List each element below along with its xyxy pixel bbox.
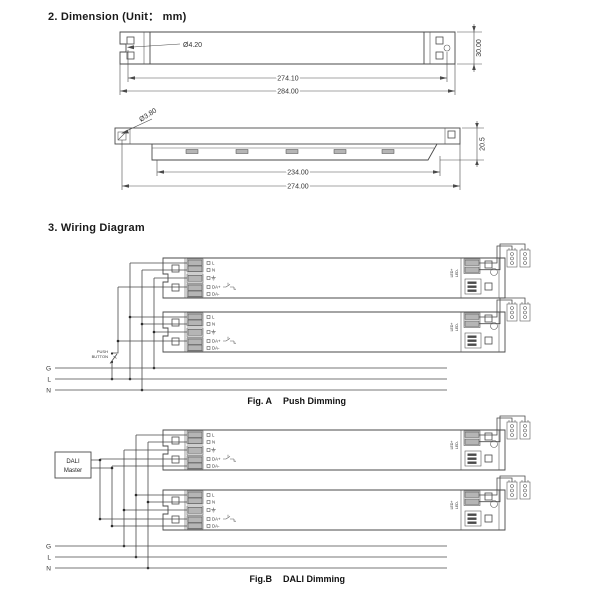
fig-a-bus-label-g: G — [46, 366, 51, 373]
top-view-hole-dim: Ø4.20 — [183, 42, 202, 49]
dali-master-label-line2: Master — [64, 468, 82, 474]
driver-unit-a1 — [162, 243, 531, 299]
dali-master-label-line1: DALI — [66, 459, 80, 465]
side-view-hole-dim: Ø3.80 — [138, 107, 158, 123]
side-view-outer-length-dim: 274.00 — [287, 184, 309, 191]
driver-unit-a2 — [162, 297, 531, 353]
fig-a-push-dimming: PUSH BUTTON G L N Fig. A Push Dimming — [46, 243, 531, 406]
fig-b-bus-label-l: L — [47, 555, 51, 562]
fig-a-bus-label-n: N — [46, 388, 51, 395]
fig-b-bus-label-g: G — [46, 544, 51, 551]
fig-b-label: Fig.B — [250, 574, 273, 584]
top-view-outer-length-dim: 284.00 — [277, 89, 299, 96]
driver-unit-b2 — [162, 475, 531, 531]
fig-a-caption: Push Dimming — [283, 396, 346, 406]
fig-b-dali-dimming: DALI Master G L N — [46, 415, 531, 584]
wiring-section-title: 3. Wiring Diagram — [48, 222, 145, 234]
push-button-symbol — [109, 352, 118, 379]
dimension-section-title: 2. Dimension (Unit： mm) — [48, 11, 187, 23]
push-button-label-line1: PUSH — [97, 349, 108, 354]
dimension-top-view: Ø4.20 274.10 284.00 30.00 — [119, 24, 485, 97]
push-button-label-line2: BUTTON — [92, 354, 108, 359]
fig-a-label: Fig. A — [247, 396, 272, 406]
dali-master-box — [54, 451, 92, 479]
side-view-inner-length-dim: 234.00 — [287, 170, 309, 177]
top-view-inner-length-dim: 274.10 — [277, 76, 299, 83]
top-view-height-dim: 30.00 — [476, 39, 483, 57]
fig-b-caption: DALI Dimming — [283, 574, 345, 584]
side-view-height-dim: 20.5 — [480, 137, 487, 151]
fig-b-bus-label-n: N — [46, 566, 51, 573]
fig-a-bus-label-l: L — [47, 377, 51, 384]
driver-unit-b1 — [162, 415, 531, 471]
dimension-side-view: Ø3.80 234.00 274.00 20.5 — [114, 107, 488, 192]
